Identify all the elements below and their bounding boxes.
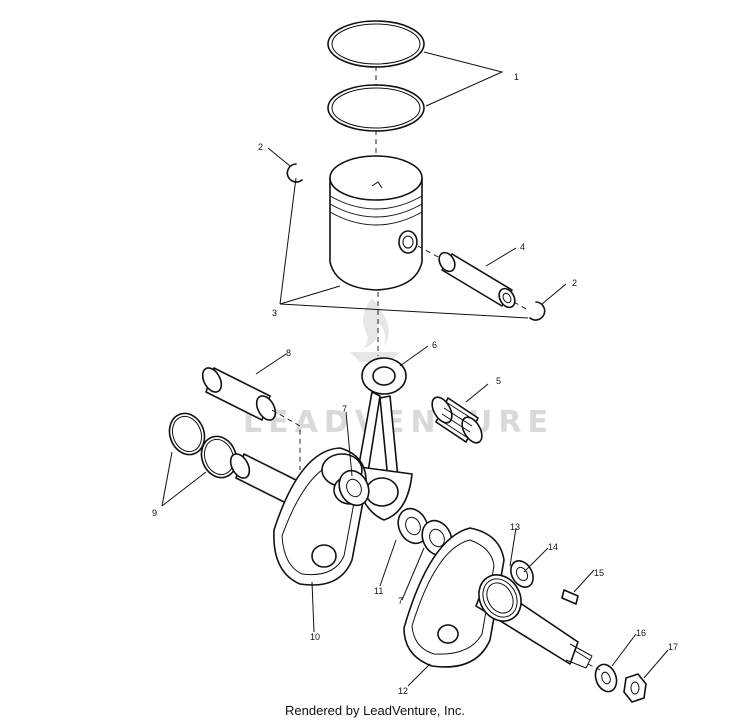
main-bearing xyxy=(510,560,534,588)
piston-ring-lower xyxy=(327,84,425,132)
connecting-rod xyxy=(351,357,413,521)
callout-16: 16 xyxy=(636,628,646,638)
crankshaft-left-half xyxy=(229,447,367,586)
callout-10: 10 xyxy=(310,632,320,642)
callout-5: 5 xyxy=(496,376,501,386)
piston-ring-upper xyxy=(327,20,425,68)
shaft-axis-line xyxy=(587,663,601,671)
callout-9: 9 xyxy=(152,508,157,518)
callout-6: 6 xyxy=(432,340,437,350)
leadventure-watermark: LEADVENTURE xyxy=(243,298,554,440)
callout-4: 4 xyxy=(520,242,525,252)
seal-ring-inner xyxy=(200,435,238,479)
callout-3: 3 xyxy=(272,308,277,318)
circlip-left xyxy=(286,163,303,183)
watermark-text: LEADVENTURE xyxy=(243,405,554,440)
callout-1: 1 xyxy=(514,72,519,82)
piston xyxy=(329,155,423,291)
footer-credit: Rendered by LeadVenture, Inc. xyxy=(285,703,465,718)
pin-axis-line xyxy=(417,245,529,311)
thrust-washer-left xyxy=(338,469,370,507)
washer xyxy=(594,663,618,693)
callout-12: 12 xyxy=(398,686,408,696)
callout-14: 14 xyxy=(548,542,558,552)
callout-15: 15 xyxy=(594,568,604,578)
leader-lines xyxy=(161,51,669,687)
seal-ring-outer xyxy=(168,412,206,456)
callout-2-right: 2 xyxy=(572,278,577,288)
needle-bearing xyxy=(431,396,483,444)
woodruff-key xyxy=(561,589,579,605)
callout-7-upper: 7 xyxy=(342,404,347,414)
callout-13: 13 xyxy=(510,522,520,532)
crank-bearing xyxy=(397,507,429,545)
callout-7-lower: 7 xyxy=(398,596,403,606)
circlip-right xyxy=(529,301,546,321)
wrist-pin xyxy=(438,251,516,309)
crank-pin-line xyxy=(271,409,301,470)
callout-2-left: 2 xyxy=(258,142,263,152)
crank-pin xyxy=(201,367,277,421)
crankshaft-right-half xyxy=(403,527,593,669)
callout-17: 17 xyxy=(668,642,678,652)
callout-11: 11 xyxy=(374,586,383,596)
callout-8: 8 xyxy=(286,348,291,358)
hex-nut xyxy=(623,673,647,703)
